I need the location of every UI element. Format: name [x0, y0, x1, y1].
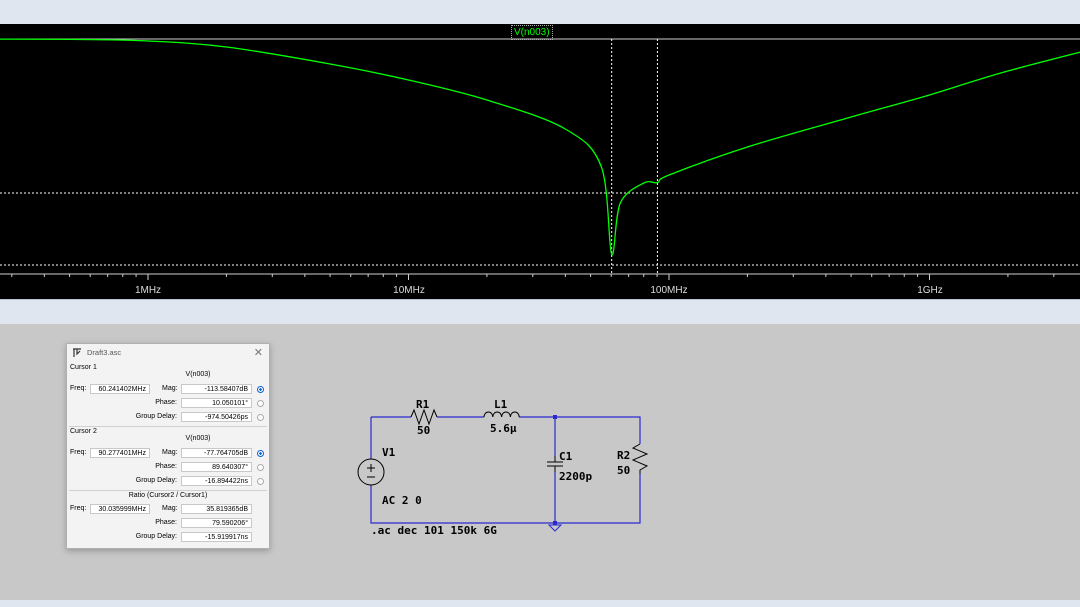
- ratio-heading: Ratio (Cursor2 / Cursor1): [128, 492, 208, 499]
- x-tick-label-10mhz: 10MHz: [393, 285, 425, 296]
- r1-resistor-symbol[interactable]: [410, 408, 438, 426]
- cursor1-gd-field[interactable]: -974.50426ps: [181, 412, 252, 422]
- l1-inductor-symbol[interactable]: [483, 411, 520, 418]
- cursor1-mag-label: Mag:: [162, 385, 178, 392]
- plot-window-toolbar: [0, 0, 1080, 25]
- cursor2-mag-label: Mag:: [162, 449, 178, 456]
- l1-value[interactable]: 5.6µ: [490, 422, 517, 435]
- wire-ground-return[interactable]: [370, 474, 641, 524]
- cursor1-mag-field[interactable]: -113.58407dB: [181, 384, 252, 394]
- spice-directive[interactable]: .ac dec 101 150k 6G: [371, 524, 497, 537]
- ratio-freq-field[interactable]: 30.035999MHz: [90, 504, 150, 514]
- x-tick-label-1ghz: 1GHz: [917, 285, 943, 296]
- wire-l1-r2[interactable]: [519, 416, 641, 444]
- cursor1-mag-radio[interactable]: [257, 386, 264, 393]
- cursor-window-titlebar[interactable]: Draft3.asc ✕: [67, 344, 269, 362]
- v1-name[interactable]: V1: [382, 446, 396, 459]
- cursor1-gd-radio[interactable]: [257, 414, 264, 421]
- cursor2-phase-field[interactable]: 89.640307°: [181, 462, 252, 472]
- cursor1-heading: Cursor 1: [70, 364, 97, 371]
- separator: [69, 426, 267, 427]
- r2-name[interactable]: R2: [617, 449, 631, 462]
- cursor2-gd-field[interactable]: -16.894422ns: [181, 476, 252, 486]
- schematic-drawing[interactable]: [0, 324, 1080, 600]
- cursor2-row-phase: Phase: 89.640307°: [67, 461, 269, 473]
- cursor1-phase-radio[interactable]: [257, 400, 264, 407]
- cursor2-mag-field[interactable]: -77.764705dB: [181, 448, 252, 458]
- cursor2-phase-radio[interactable]: [257, 464, 264, 471]
- cursor1-phase-label: Phase:: [155, 399, 177, 406]
- waveform-plot[interactable]: [0, 24, 1080, 299]
- ratio-mag-field[interactable]: 35.819365dB: [181, 504, 252, 514]
- pane-divider[interactable]: [0, 299, 1080, 325]
- trace-vn003-line: [0, 38, 1080, 256]
- cursor-readout-window[interactable]: Draft3.asc ✕ Cursor 1 V(n003) Freq: 60.2…: [66, 343, 270, 549]
- ratio-mag-label: Mag:: [162, 505, 178, 512]
- v1-source-symbol[interactable]: [357, 458, 385, 486]
- cursor2-freq-label: Freq:: [70, 449, 87, 456]
- cursor1-gd-label: Group Delay:: [135, 413, 177, 420]
- x-tick-label-100mhz: 100MHz: [650, 285, 688, 296]
- x-axis-ticks: [11, 274, 1055, 280]
- cursor2-freq-field[interactable]: 90.277401MHz: [90, 448, 150, 458]
- ratio-gd-label: Group Delay:: [135, 533, 177, 540]
- cursor2-gd-radio[interactable]: [257, 478, 264, 485]
- l1-name[interactable]: L1: [494, 398, 508, 411]
- ratio-phase-label: Phase:: [155, 519, 177, 526]
- cursor2-row-mag: Freq: 90.277401MHz Mag: -77.764705dB: [67, 447, 269, 459]
- cursor-window-title: Draft3.asc: [87, 348, 122, 357]
- ratio-row-phase: Phase: 79.590206°: [67, 517, 269, 529]
- status-bar: [0, 600, 1080, 607]
- r2-resistor-symbol[interactable]: [631, 443, 649, 474]
- trace-label[interactable]: V(n003): [511, 25, 553, 40]
- cursor2-mag-radio[interactable]: [257, 450, 264, 457]
- ratio-phase-field[interactable]: 79.590206°: [181, 518, 252, 528]
- cursor1-phase-field[interactable]: 10.050101°: [181, 398, 252, 408]
- cursor1-row-gd: Group Delay: -974.50426ps: [67, 411, 269, 423]
- cursor2-row-gd: Group Delay: -16.894422ns: [67, 475, 269, 487]
- ratio-row-mag: Freq: 30.035999MHz Mag: 35.819365dB: [67, 503, 269, 515]
- r2-value[interactable]: 50: [617, 464, 631, 477]
- cursor2-phase-label: Phase:: [155, 463, 177, 470]
- close-icon[interactable]: ✕: [253, 347, 263, 359]
- c1-name[interactable]: C1: [559, 450, 573, 463]
- cursor2-gd-label: Group Delay:: [135, 477, 177, 484]
- cursor1-row-mag: Freq: 60.241402MHz Mag: -113.58407dB: [67, 383, 269, 395]
- waveform-plot-pane[interactable]: V(n003) 1MHz 10MHz 100MHz 1GHz: [0, 24, 1080, 299]
- r1-value[interactable]: 50: [417, 424, 431, 437]
- separator: [69, 490, 267, 491]
- ground-symbol[interactable]: [547, 524, 563, 532]
- junction-dot-top: [553, 415, 557, 419]
- cursor1-freq-field[interactable]: 60.241402MHz: [90, 384, 150, 394]
- cursor1-trace: V(n003): [185, 371, 211, 378]
- v1-value[interactable]: AC 2 0: [382, 494, 422, 507]
- cursor2-trace: V(n003): [185, 435, 211, 442]
- cursor2-heading: Cursor 2: [70, 428, 97, 435]
- cursor1-freq-label: Freq:: [70, 385, 87, 392]
- r1-name[interactable]: R1: [416, 398, 430, 411]
- c1-value[interactable]: 2200p: [559, 470, 593, 483]
- ratio-row-gd: Group Delay: -15.919917ns: [67, 531, 269, 543]
- ratio-gd-field[interactable]: -15.919917ns: [181, 532, 252, 542]
- ltspice-logo-icon: [73, 348, 81, 357]
- x-tick-label-1mhz: 1MHz: [134, 285, 162, 296]
- cursor1-row-phase: Phase: 10.050101°: [67, 397, 269, 409]
- junction-dot-bottom: [553, 521, 557, 525]
- ratio-freq-label: Freq:: [70, 505, 87, 512]
